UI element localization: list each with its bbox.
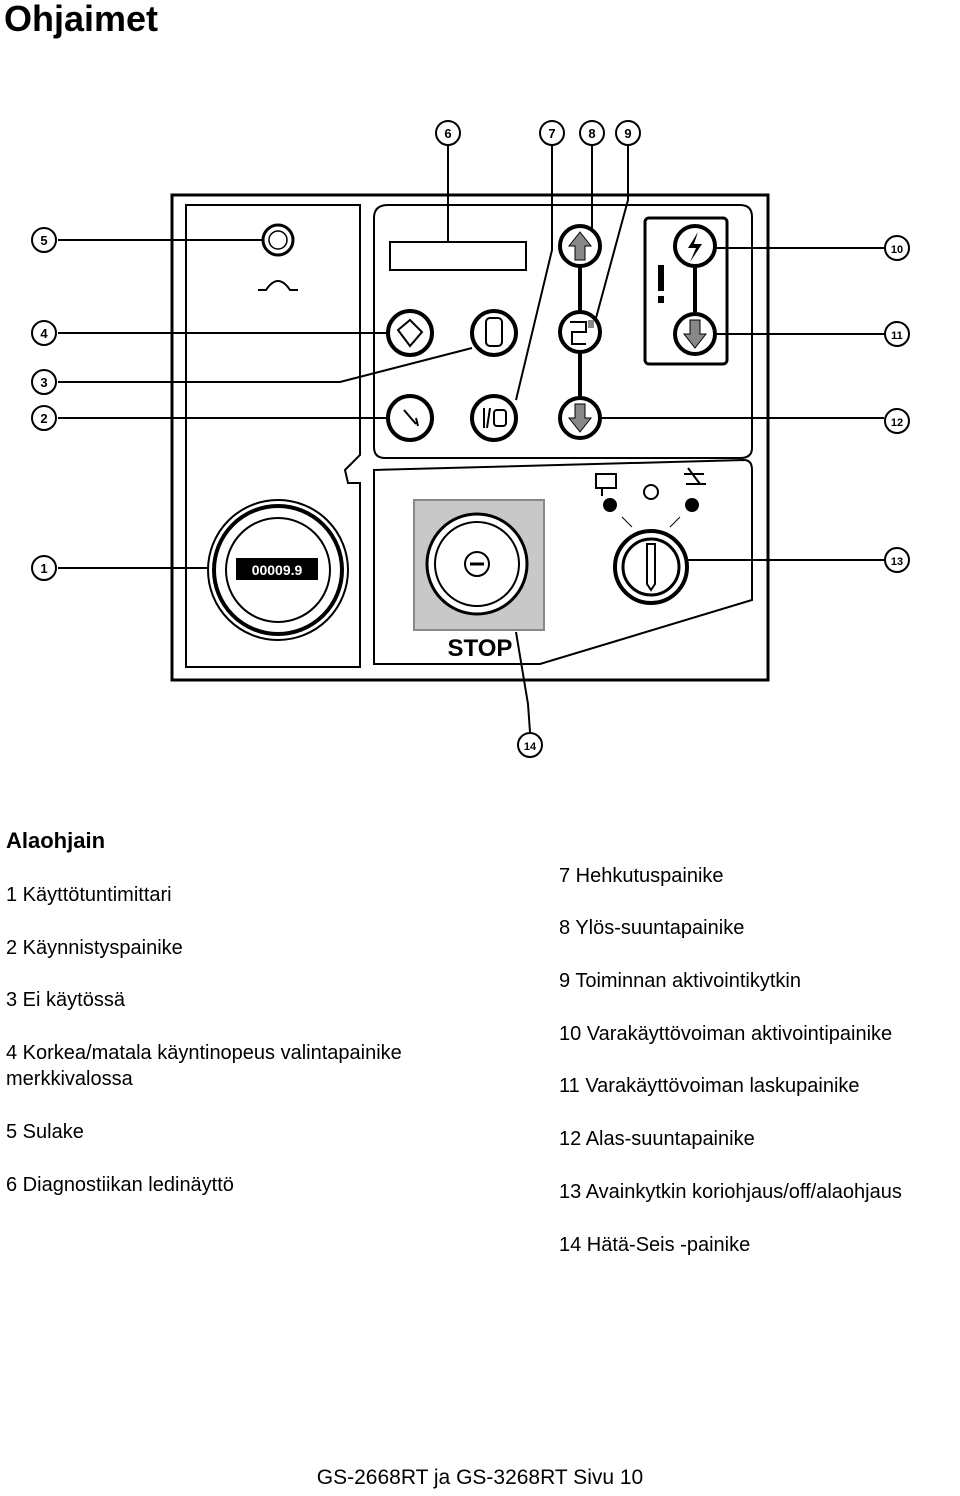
legend-item: 12 Alas-suuntapainike: [559, 1128, 755, 1150]
legend-item: 10 Varakäyttövoiman aktivointipainike: [559, 1023, 893, 1045]
legend-item: 13 Avainkytkin koriohjaus/off/alaohjaus: [559, 1181, 902, 1203]
unused-button: [470, 309, 518, 357]
page-footer: GS-2668RT ja GS-3268RT Sivu 10: [316, 1466, 644, 1489]
legend-item: 5 Sulake: [6, 1121, 84, 1143]
callout-3: 3: [40, 375, 47, 390]
legend-item: 9 Toiminnan aktivointikytkin: [559, 970, 801, 992]
legend-item: 1 Käyttötuntimittari: [6, 884, 172, 906]
callout-1: 1: [40, 561, 47, 576]
callout-7: 7: [548, 126, 555, 141]
speed-select-button: [386, 309, 434, 357]
section-title: Alaohjain: [6, 828, 106, 853]
diagnostic-display: [389, 241, 527, 271]
legend-item: 4 Korkea/matala käyntinopeus valintapain…: [6, 1042, 402, 1090]
hour-meter-reading: 00009.9: [252, 562, 303, 578]
left-subpanel: [185, 204, 361, 668]
callout-11: 11: [891, 330, 903, 342]
legend-item: 6 Diagnostiikan ledinäyttö: [6, 1174, 234, 1196]
lower-subpanel: [373, 458, 753, 665]
callout-13: 13: [891, 556, 903, 568]
callout-14: 14: [524, 741, 537, 753]
page-title: Ohjaimet: [4, 0, 159, 39]
legend-item: 14 Hätä-Seis -painike: [559, 1234, 751, 1256]
legend-item: 8 Ylös-suuntapainike: [559, 917, 745, 939]
fuse-icon: [261, 223, 295, 257]
callout-8: 8: [588, 126, 595, 141]
callout-10: 10: [891, 244, 903, 256]
callout-5: 5: [40, 233, 47, 248]
legend-item: 11 Varakäyttövoiman laskupainike: [559, 1075, 860, 1097]
control-panel-diagram: 00009.9 STOP: [0, 80, 960, 800]
legend-item: 3 Ei käytössä: [6, 989, 125, 1011]
callout-9: 9: [624, 126, 631, 141]
callout-4: 4: [40, 326, 48, 341]
legend-item: 2 Käynnistyspainike: [6, 937, 183, 959]
legend-item: 7 Hehkutuspainike: [559, 865, 724, 887]
callout-12: 12: [891, 417, 903, 429]
callout-2: 2: [40, 411, 47, 426]
callout-6: 6: [444, 126, 451, 141]
stop-label: STOP: [448, 635, 513, 662]
upper-subpanel: [373, 204, 753, 459]
